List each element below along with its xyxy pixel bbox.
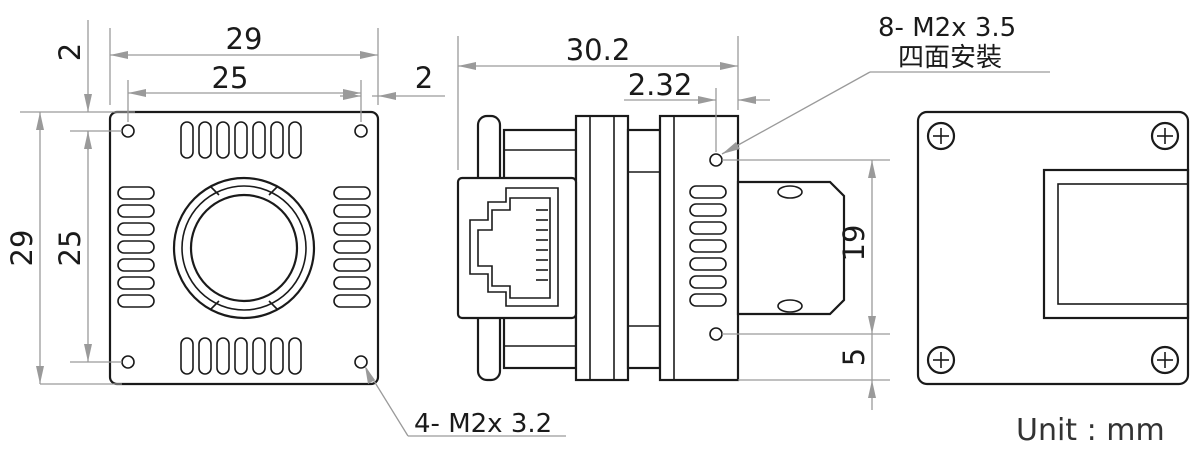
dim-side-offset: 2.32	[628, 68, 693, 102]
note-side-holes-line1: 8- M2x 3.5	[878, 13, 1016, 43]
note-side-holes-line2: 四面安裝	[898, 43, 1002, 73]
back-connector-port	[1042, 168, 1190, 320]
lens-mount	[172, 176, 316, 320]
dim-front-offset-side: 2	[415, 61, 433, 95]
back-screw	[926, 121, 956, 151]
unit-label: Unit : mm	[1016, 413, 1165, 448]
back-screw	[1150, 345, 1180, 375]
back-screw	[1150, 121, 1180, 151]
ethernet-connector	[456, 176, 578, 320]
side-fins	[689, 185, 727, 307]
dim-side-length: 30.2	[566, 33, 631, 67]
rear-connector	[736, 180, 846, 316]
dim-front-height-outer: 29	[5, 230, 39, 267]
dim-front-offset-top: 2	[53, 43, 87, 61]
front-view	[108, 110, 380, 386]
back-screw	[926, 345, 956, 375]
dim-back-hole-spacing: 19	[837, 225, 871, 262]
front-right-fins	[333, 186, 371, 308]
dim-front-width-outer: 29	[226, 22, 263, 56]
side-view	[456, 114, 846, 382]
front-top-fins	[180, 121, 302, 159]
note-front-holes: 4- M2x 3.2	[414, 409, 552, 439]
dim-front-height-inner: 25	[53, 230, 87, 267]
dim-front-width-inner: 25	[212, 61, 249, 95]
front-mount-hole	[121, 355, 135, 369]
front-bottom-fins	[180, 337, 302, 375]
side-dimensions: 30.2 2.32 19 5 8- M2x 3.5 四面安裝	[457, 13, 1050, 410]
back-view	[916, 110, 1190, 386]
front-mount-hole	[354, 355, 368, 369]
front-mount-hole	[121, 124, 135, 138]
front-mount-hole	[354, 124, 368, 138]
front-dimensions: 29 25 2 2 29 25 4- M2x 3.2	[5, 20, 566, 439]
front-left-fins	[117, 186, 155, 308]
dim-back-hole-offset: 5	[837, 348, 871, 366]
